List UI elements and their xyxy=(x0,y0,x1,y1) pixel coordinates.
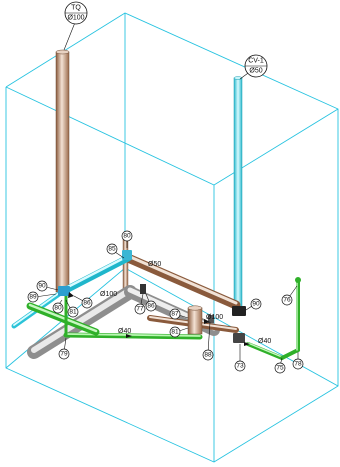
svg-text:81: 81 xyxy=(69,309,77,316)
dim-d50: Ø50 xyxy=(148,261,161,268)
pipe-cv1-riser xyxy=(233,76,243,309)
svg-text:79: 79 xyxy=(60,351,68,358)
fitting-86-mid: 86 xyxy=(145,300,157,312)
fitting-78: 78 xyxy=(292,358,304,370)
dim-d100-a: Ø100 xyxy=(100,291,117,298)
dim-d100-b: Ø100 xyxy=(206,314,223,321)
fitting-85-top: 85 xyxy=(106,243,118,255)
fitting-76: 76 xyxy=(281,294,293,306)
svg-text:76: 76 xyxy=(283,297,291,304)
fitting-86-left: 86 xyxy=(81,297,93,309)
svg-text:75: 75 xyxy=(276,365,284,372)
fitting-88: 88 xyxy=(202,349,214,361)
dim-d40-b: Ø40 xyxy=(258,338,271,345)
svg-text:80: 80 xyxy=(54,305,62,312)
dim-d40-a: Ø40 xyxy=(118,328,131,335)
fitting-79: 79 xyxy=(58,348,70,360)
flow-arrows xyxy=(68,292,250,346)
pipe-d40-green xyxy=(26,277,301,360)
fitting-77: 77 xyxy=(134,303,146,315)
tag-tq-name: TQ xyxy=(71,5,81,12)
fitting-bubbles: 80 85 90 89 80 86 81 77 86 87 81 88 90 7… xyxy=(27,230,304,374)
svg-text:73: 73 xyxy=(236,363,244,370)
tag-cv1-name: CV-1 xyxy=(248,58,264,65)
svg-text:81: 81 xyxy=(171,329,179,336)
svg-text:90: 90 xyxy=(252,301,260,308)
fitting-75: 75 xyxy=(274,362,286,374)
fitting-90-right: 90 xyxy=(250,298,262,310)
svg-text:80: 80 xyxy=(123,233,131,240)
fitting-73: 73 xyxy=(234,360,246,372)
svg-text:86: 86 xyxy=(147,303,155,310)
fitting-80-top: 80 xyxy=(121,230,133,242)
svg-text:85: 85 xyxy=(108,246,116,253)
fitting-87: 87 xyxy=(169,308,181,320)
svg-text:86: 86 xyxy=(83,300,91,307)
fitting-89: 89 xyxy=(27,291,39,303)
tag-tq-size: Ø100 xyxy=(67,15,84,22)
svg-text:78: 78 xyxy=(294,361,302,368)
tag-tq: TQ Ø100 xyxy=(64,1,88,25)
svg-text:90: 90 xyxy=(38,283,46,290)
svg-text:89: 89 xyxy=(29,294,37,301)
tag-cv1-size: Ø50 xyxy=(249,68,262,75)
fitting-90-left: 90 xyxy=(36,280,48,292)
svg-text:88: 88 xyxy=(204,352,212,359)
svg-text:77: 77 xyxy=(136,306,144,313)
valve-junction xyxy=(58,250,246,343)
fitting-81-mid: 81 xyxy=(169,326,181,338)
svg-text:87: 87 xyxy=(171,311,179,318)
pipe-tq-riser xyxy=(55,49,70,293)
fitting-81-left: 81 xyxy=(67,306,79,318)
pipe-brown-lower xyxy=(147,305,239,335)
tag-cv1: CV-1 Ø50 xyxy=(244,54,268,78)
fitting-80-left: 80 xyxy=(52,302,64,314)
diameter-labels: Ø50 Ø100 Ø40 Ø100 Ø40 xyxy=(100,261,271,345)
